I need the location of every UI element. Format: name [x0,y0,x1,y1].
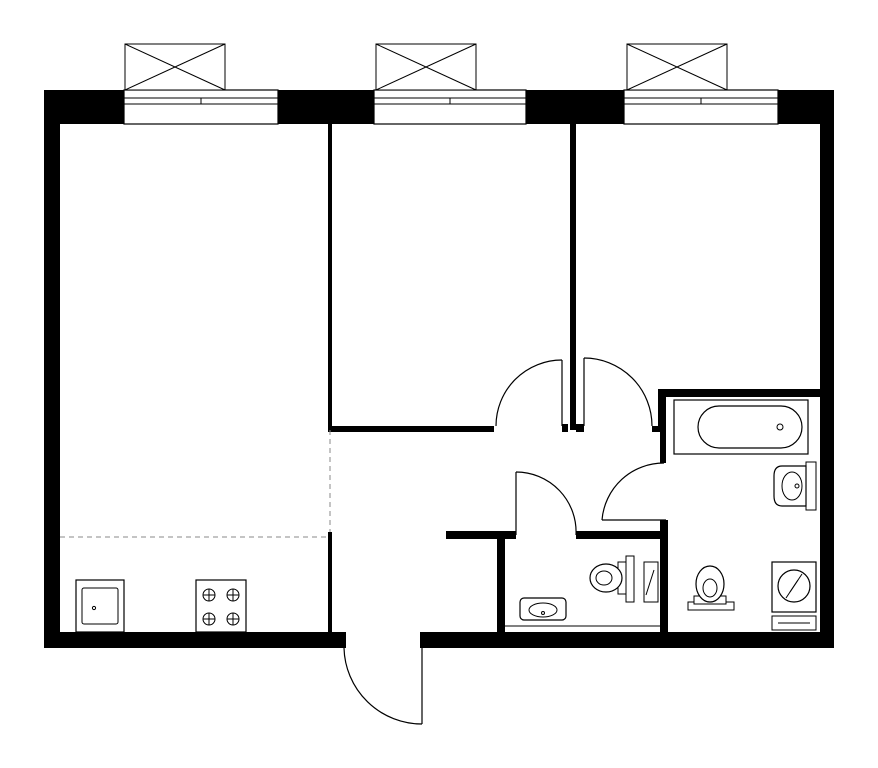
wall-bath-left [658,389,666,431]
sink-icon [75,579,125,633]
toilet-icon [589,555,635,603]
door-swing-icon [495,359,563,427]
door-swing-icon [601,462,666,521]
stove-icon [195,579,247,633]
doors [340,357,666,725]
window-icon [623,89,779,125]
window-icon [373,89,527,125]
washing-machine-icon [771,561,817,613]
pipe-shaft-icon [643,561,659,603]
wall-top-3 [526,90,624,124]
wall-living-bed1-lower [328,532,332,632]
wall-bed1-bottom [328,426,494,432]
wall-living-bed1 [328,124,332,430]
wall-bath-stub [652,426,660,432]
wall-toilet-left [497,531,505,632]
wall-toilet-top-left [446,531,516,539]
wall-right [820,90,834,648]
toilet-icon [687,565,735,611]
wall-left [44,90,60,648]
washbasin-icon [519,597,567,621]
bathtub-icon [673,399,809,455]
ac-unit-icon [626,43,728,91]
bathroom-fixtures [673,399,817,631]
window-icon [123,89,279,125]
wall-bath-top [658,389,820,397]
zone-lines [60,430,331,538]
towel-rail-icon [771,615,817,631]
door-swing-icon [583,357,653,427]
exterior-walls [44,90,834,648]
wall-toilet-top-right [576,531,664,539]
toilet-room-fixtures [505,555,660,627]
wall-bath-left-2 [660,431,666,463]
wall-top-2 [278,90,374,124]
wall-bottom-right [426,632,834,648]
wall-bed1-bed2-stub-b [576,424,584,432]
ac-unit-icon [124,43,226,91]
wall-bottom-left [44,632,344,648]
ac-units [124,43,728,91]
interior-walls [328,124,820,632]
door-swing-icon [515,471,577,536]
wall-bath-left-3 [660,520,668,632]
ac-unit-icon [375,43,477,91]
windows [123,89,779,125]
washbasin-icon [773,461,817,511]
door-swing-icon [340,632,428,725]
wall-bed1-bed2 [570,124,576,430]
kitchen-fixtures [75,579,247,633]
wall-bed1-bed2-stub-a [562,424,568,432]
